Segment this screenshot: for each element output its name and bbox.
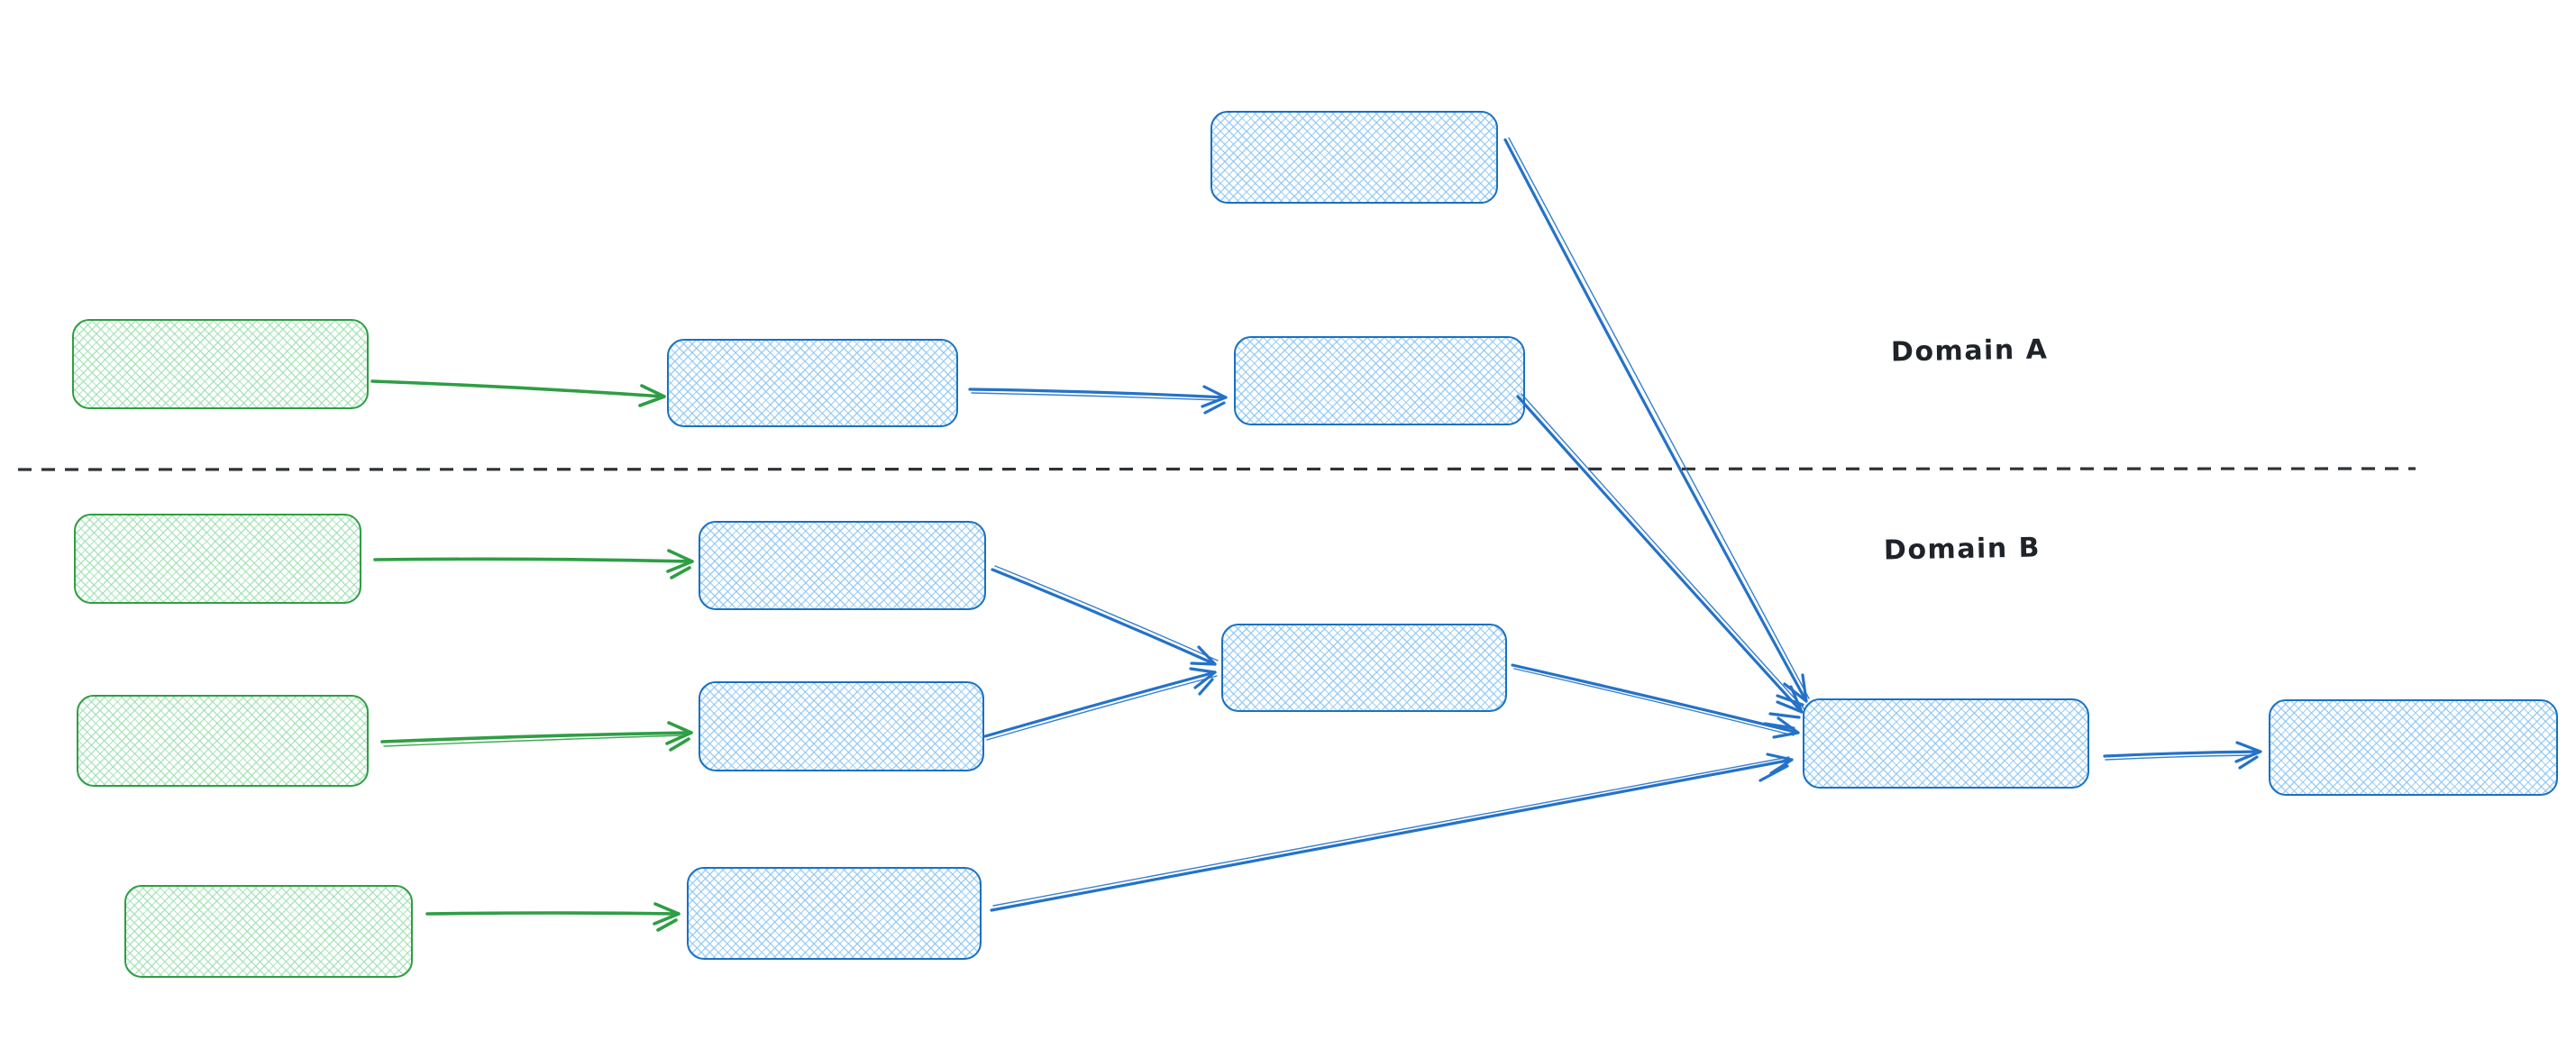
arrow-shaft — [968, 388, 1228, 399]
domain-divider-dashed-line[interactable] — [17, 467, 2416, 471]
arrow-shaft — [990, 758, 1794, 912]
arrow-head — [1189, 667, 1217, 696]
arrow-external-top-to-sink-main[interactable] — [1503, 137, 1810, 707]
node-source-b2[interactable] — [77, 695, 369, 787]
arrow-shaft — [380, 731, 692, 743]
arrow-head — [1768, 685, 1804, 719]
node-source-b1[interactable] — [74, 514, 361, 604]
arrow-head — [666, 549, 694, 579]
arrow-shaft — [1516, 395, 1804, 714]
arrow-shaft-double — [992, 756, 1790, 907]
arrow-head — [1201, 385, 1228, 415]
arrow-shaft-double — [1513, 668, 1795, 736]
arrow-process-b2-to-aggregator-b[interactable] — [983, 667, 1218, 741]
arrow-shaft — [1503, 138, 1808, 703]
arrow-shaft — [370, 379, 665, 398]
arrow-shaft — [991, 568, 1217, 666]
arrow-process-b1-to-aggregator-b[interactable] — [991, 565, 1219, 666]
arrow-shaft-double — [1521, 393, 1805, 710]
arrow-head — [2234, 741, 2262, 770]
node-sink-final[interactable] — [2269, 699, 2558, 796]
arrow-head — [653, 902, 681, 932]
node-process-b1[interactable] — [699, 521, 986, 610]
arrow-shaft — [2103, 750, 2261, 758]
arrow-shaft-double — [2105, 754, 2252, 761]
arrow-source-b3-to-process-b3[interactable] — [425, 902, 681, 932]
arrow-process-a1-to-process-a2[interactable] — [968, 385, 1228, 415]
node-process-a2[interactable] — [1234, 336, 1525, 425]
arrow-shaft-double — [1508, 137, 1810, 699]
arrow-aggregator-b-to-sink-main[interactable] — [1511, 663, 1800, 739]
arrow-shaft — [373, 557, 693, 563]
arrow-sink-main-to-sink-final[interactable] — [2103, 741, 2262, 770]
arrow-shaft-double — [994, 565, 1219, 661]
node-process-b2[interactable] — [699, 681, 984, 771]
node-source-a[interactable] — [72, 319, 369, 409]
node-process-b3[interactable] — [687, 867, 982, 960]
arrow-head — [638, 384, 666, 407]
arrow-shaft — [1511, 663, 1800, 734]
arrow-head — [1190, 645, 1217, 666]
arrow-process-a2-to-sink-main[interactable] — [1516, 393, 1805, 719]
arrow-process-b3-to-sink-main[interactable] — [990, 753, 1794, 912]
arrow-source-a-to-process-a1[interactable] — [370, 379, 666, 407]
node-aggregator-b[interactable] — [1221, 624, 1507, 712]
arrow-shaft-double — [986, 675, 1218, 741]
node-sink-main[interactable] — [1803, 698, 2089, 789]
arrow-shaft-double — [383, 734, 684, 747]
arrow-head — [665, 721, 693, 752]
arrow-source-b1-to-process-b1[interactable] — [373, 549, 694, 579]
arrow-shaft — [425, 911, 680, 916]
arrow-shaft-double — [971, 392, 1219, 401]
node-source-b3[interactable] — [124, 885, 413, 978]
node-external-top[interactable] — [1210, 111, 1498, 204]
node-process-a1[interactable] — [667, 339, 958, 427]
arrow-head — [1763, 716, 1800, 739]
arrow-source-b2-to-process-b2[interactable] — [380, 721, 693, 752]
arrow-head — [1758, 753, 1794, 782]
arrow-shaft — [983, 670, 1217, 738]
